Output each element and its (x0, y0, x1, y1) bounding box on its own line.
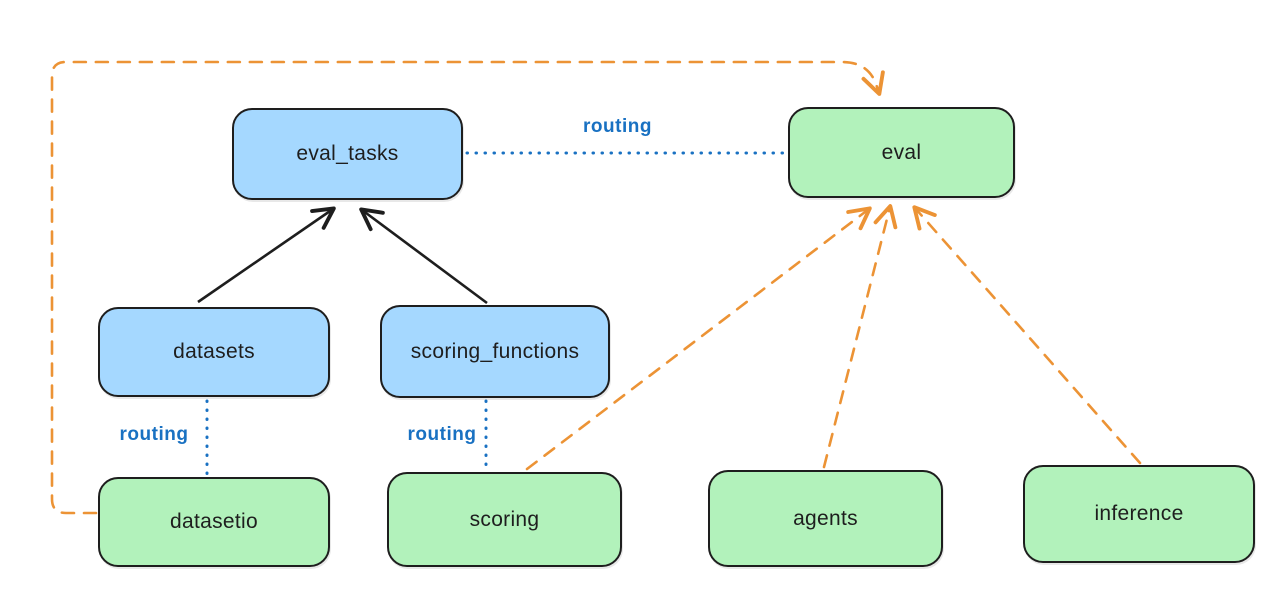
node-scoring-functions-label: scoring_functions (410, 339, 580, 363)
node-datasetio-label: datasetio (170, 510, 258, 533)
edge-inference-to-eval (912, 205, 1142, 465)
node-datasets-label: datasets (173, 340, 255, 363)
node-agents: agents (708, 470, 943, 567)
node-scoring-functions: scoring_functions (380, 305, 610, 398)
node-inference-label: inference (1094, 502, 1184, 525)
edge-datasets-to-eval-tasks (197, 206, 336, 304)
edge-scoring-functions-to-eval-tasks (359, 207, 488, 305)
node-eval-label: eval (881, 140, 922, 164)
node-eval-tasks: eval_tasks (232, 108, 463, 200)
node-datasets: datasets (98, 307, 330, 397)
node-scoring: scoring (387, 472, 622, 567)
edge-label-routing-eval-tasks-eval: routing (583, 116, 652, 137)
node-eval: eval (788, 107, 1015, 198)
node-inference: inference (1023, 465, 1255, 563)
edge-agents-to-eval (822, 204, 898, 469)
node-agents-label: agents (793, 506, 858, 530)
node-datasetio: datasetio (98, 477, 330, 567)
edge-label-routing-scoring-functions-scoring: routing (407, 424, 477, 445)
node-eval-tasks-label: eval_tasks (296, 142, 399, 165)
edge-label-routing-datasets-datasetio: routing (119, 424, 189, 445)
node-scoring-label: scoring (469, 507, 540, 531)
